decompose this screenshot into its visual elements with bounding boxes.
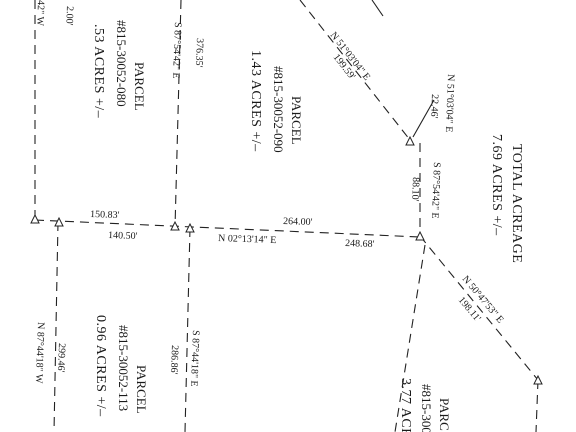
label-distance: 140.50' (108, 230, 138, 242)
parcel-080: PARCEL #815-30052-080 .53 ACRES +/– (91, 20, 147, 119)
label-bearing: S 87°44'18" E (188, 330, 201, 387)
label-bearing: N 51°03'04" E (443, 74, 456, 133)
parcel-title: PARC (437, 398, 452, 431)
corner-marker (533, 374, 543, 385)
boundary-113-west (53, 221, 59, 432)
corner-marker (30, 213, 40, 224)
total-acres: 7.69 ACRES +/– (489, 134, 504, 236)
label-bearing: N 02°13'14" E (218, 233, 277, 246)
label-distance: 248.68' (345, 238, 375, 250)
corner-tick-top (371, 0, 384, 17)
boundary-north-line (34, 219, 421, 238)
label-distance: 88.10' (409, 177, 421, 202)
boundary-lines (34, 0, 539, 432)
parcel-acres: 0.96 ACRES +/– (93, 315, 108, 417)
parcel-title: PARCEL (289, 96, 304, 145)
label-distance: 376.35' (193, 38, 205, 68)
label-bearing: S 87°54'42" E (170, 22, 183, 79)
boundary-080-east (174, 0, 182, 229)
label-bearing: S 87°54'42" E (429, 162, 442, 219)
boundary-113-east (184, 227, 191, 432)
parcel-acres: 3.77 ACRE (398, 378, 413, 432)
total-acreage: TOTAL ACREAGE 7.69 ACRES +/– (489, 134, 524, 263)
label-fragment-distance: 2.00' (63, 6, 75, 26)
label-fragment-bearing: 42" W (34, 0, 46, 27)
parcel-number: #815-30052-080 (114, 20, 129, 107)
label-distance: 150.83' (90, 209, 120, 221)
label-distance: 22.46' (428, 94, 440, 119)
corner-marker (415, 230, 425, 241)
parcel-title: PARCEL (132, 62, 147, 111)
boundary-right (535, 379, 539, 432)
label-distance: 299.46' (55, 343, 67, 373)
parcel-113: PARCEL #815-30052-113 0.96 ACRES +/– (93, 315, 149, 417)
boundary-diagonal-lower (419, 235, 539, 381)
label-distance: 286.86' (168, 345, 180, 375)
parcel-acres: .53 ACRES +/– (91, 24, 106, 119)
leader-22 (412, 99, 435, 138)
parcel-acres: 1.43 ACRES +/– (248, 50, 263, 152)
corner-marker (170, 220, 180, 231)
parcel-number: #815-30052-113 (116, 325, 131, 411)
corner-marker (185, 222, 195, 233)
parcel-right: PARC #815-300 3.77 ACRE (398, 378, 452, 432)
corner-markers (30, 135, 543, 385)
total-title: TOTAL ACREAGE (509, 144, 524, 263)
corner-marker (405, 135, 415, 146)
label-distance: 264.00' (283, 216, 313, 228)
label-bearing: N 87°44'18" W (33, 322, 46, 384)
corner-marker (54, 216, 64, 227)
parcel-090: PARCEL #815-30052-090 1.43 ACRES +/– (248, 50, 304, 153)
parcel-number: #815-30052-090 (271, 66, 286, 153)
boundary-lower-right (394, 244, 426, 432)
parcel-number: #815-300 (419, 384, 434, 432)
parcel-title: PARCEL (134, 365, 149, 414)
